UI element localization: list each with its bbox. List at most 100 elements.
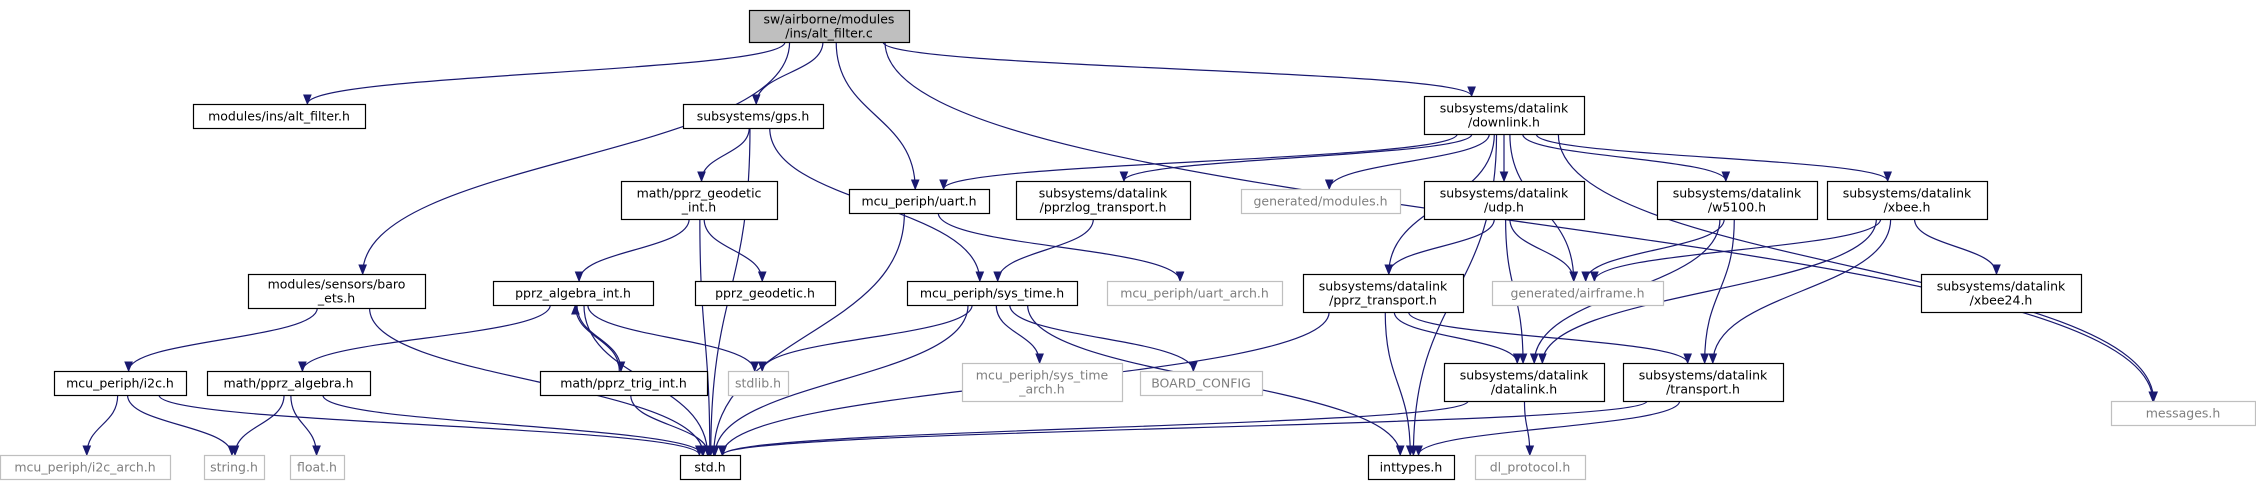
include-edge-root-to-mod_alt_filter_h — [303, 41, 786, 106]
node-pprz-geodetic-int-h[interactable]: math/pprz_geodetic_int.h — [620, 180, 779, 221]
include-edge-pprz_algebra_h-to-float_h — [290, 394, 321, 457]
include-edge-i2c_h-to-string_h — [126, 394, 237, 457]
include-edge-root-to-baro_ets_h — [358, 41, 791, 276]
node-generated-modules-h: generated/modules.h — [1240, 188, 1402, 215]
node-label-line: mcu_periph/sys_time — [976, 368, 1109, 383]
node-pprz-trig-int-h[interactable]: math/pprz_trig_int.h — [539, 370, 709, 397]
node-box — [1367, 454, 1456, 481]
node-label-line: _arch.h — [1018, 382, 1064, 397]
node-udp-h[interactable]: subsystems/datalink/udp.h — [1423, 180, 1586, 221]
node-box — [492, 280, 655, 307]
node-label-line: modules/ins/alt_filter.h — [208, 109, 350, 124]
node-box — [1826, 180, 1989, 221]
node-box — [1474, 454, 1587, 481]
node-label-line: pprz_algebra_int.h — [515, 286, 631, 301]
include-edge-udp_h-to-pprz_transport_h — [1384, 218, 1495, 276]
node-box — [961, 362, 1124, 403]
node-box — [203, 454, 266, 481]
include-edge-root-to-messages_h — [884, 41, 2158, 403]
node-label-line: inttypes.h — [1380, 460, 1443, 475]
include-edge-downlink_h-to-w5100_h — [1522, 133, 1731, 183]
node-box — [53, 370, 188, 397]
include-edge-root-to-uart_h — [835, 41, 920, 191]
node-label-line: subsystems/datalink — [1440, 101, 1569, 116]
node-box — [620, 180, 779, 221]
include-edge-pprz_algebra_int_h-to-pprz_algebra_h — [298, 304, 551, 373]
node-label-line: subsystems/datalink — [1937, 279, 2066, 294]
node-box — [0, 454, 172, 481]
include-edge-gps_h-to-pprz_geodetic_int_h — [697, 127, 750, 183]
node-baro-ets-h[interactable]: modules/sensors/baro_ets.h — [247, 273, 427, 310]
node-airframe-h: generated/airframe.h — [1491, 280, 1665, 307]
node-float-h: float.h — [289, 454, 346, 481]
node-sys-time-arch-h: mcu_periph/sys_time_arch.h — [961, 362, 1124, 403]
node-label-line: stdlib.h — [735, 376, 781, 391]
node-box — [727, 370, 790, 397]
node-pprz-algebra-int-h[interactable]: pprz_algebra_int.h — [492, 280, 655, 307]
node-label-line: dl_protocol.h — [1490, 460, 1571, 475]
node-label-line: mcu_periph/i2c_arch.h — [14, 460, 155, 475]
include-edge-pprz_algebra_h-to-std_h — [322, 394, 707, 457]
include-edge-xbee_h-to-datalink_h — [1538, 218, 1877, 365]
include-edge-uart_h-to-uart_arch_h — [937, 212, 1185, 283]
node-label-line: /transport.h — [1666, 382, 1740, 397]
include-edge-pprz_algebra_h-to-string_h — [230, 394, 285, 457]
include-edge-root-to-downlink_h — [882, 41, 1476, 98]
node-i2c-h[interactable]: mcu_periph/i2c.h — [53, 370, 188, 397]
node-root[interactable]: sw/airborne/modules/ins/alt_filter.c — [748, 9, 911, 44]
include-edge-xbee_h-to-airframe_h — [1590, 218, 1882, 283]
node-label-line: mcu_periph/sys_time.h — [920, 286, 1064, 301]
node-box — [848, 188, 991, 215]
node-label-line: subsystems/gps.h — [697, 109, 810, 124]
node-inttypes-h[interactable]: inttypes.h — [1367, 454, 1456, 481]
include-edge-downlink_h-to-messages_h — [1557, 133, 2159, 403]
node-label-line: subsystems/datalink — [1440, 186, 1569, 201]
node-label-line: modules/sensors/baro — [268, 277, 406, 292]
node-box — [289, 454, 346, 481]
include-edge-downlink_h-to-uart_h — [939, 133, 1458, 191]
include-edge-downlink_h-to-xbee_h — [1535, 133, 1892, 183]
node-pprz-algebra-h[interactable]: math/pprz_algebra.h — [206, 370, 372, 397]
node-label-line: /xbee.h — [1884, 200, 1931, 215]
node-datalink-h[interactable]: subsystems/datalink/datalink.h — [1443, 362, 1606, 403]
node-label-line: subsystems/datalink — [1039, 186, 1168, 201]
node-string-h: string.h — [203, 454, 266, 481]
node-label-line: mcu_periph/i2c.h — [66, 376, 174, 391]
include-edge-downlink_h-to-generated_modules_h — [1324, 133, 1490, 191]
node-label-line: math/pprz_trig_int.h — [560, 376, 687, 391]
node-xbee-h[interactable]: subsystems/datalink/xbee.h — [1826, 180, 1989, 221]
node-w5100-h[interactable]: subsystems/datalink/w5100.h — [1656, 180, 1819, 221]
node-label-line: float.h — [297, 460, 337, 475]
node-label-line: _ets.h — [317, 291, 355, 306]
node-box — [1106, 280, 1284, 307]
include-edge-datalink_h-to-dl_protocol_h — [1523, 400, 1535, 457]
node-pprz-transport-h[interactable]: subsystems/datalink/pprz_transport.h — [1302, 273, 1465, 314]
node-label-line: /pprz_transport.h — [1329, 293, 1437, 308]
node-box — [1491, 280, 1665, 307]
include-edge-datalink_h-to-std_h — [718, 400, 1469, 457]
node-label-line: subsystems/datalink — [1639, 368, 1768, 383]
node-std-h[interactable]: std.h — [679, 454, 742, 481]
node-box — [1302, 273, 1465, 314]
node-gps-h[interactable]: subsystems/gps.h — [682, 103, 825, 130]
node-pprzlog-transport-h[interactable]: subsystems/datalink/pprzlog_transport.h — [1015, 180, 1192, 221]
node-pprz-geodetic-h[interactable]: pprz_geodetic.h — [694, 280, 837, 307]
node-box — [1622, 362, 1785, 403]
node-xbee24-h[interactable]: subsystems/datalink/xbee24.h — [1920, 273, 2083, 314]
node-label-line: messages.h — [2146, 406, 2221, 421]
node-label-line: mcu_periph/uart_arch.h — [1120, 286, 1269, 301]
include-edge-root-to-gps_h — [751, 41, 824, 106]
node-label-line: /ins/alt_filter.c — [785, 26, 873, 41]
include-edge-pprz_algebra_int_h-to-stdlib_h — [587, 304, 760, 373]
node-box — [906, 280, 1079, 307]
node-transport-h[interactable]: subsystems/datalink/transport.h — [1622, 362, 1785, 403]
include-edge-xbee_h-to-xbee24_h — [1913, 218, 2001, 276]
node-label-line: _int.h — [681, 200, 716, 215]
node-downlink-h[interactable]: subsystems/datalink/downlink.h — [1423, 95, 1586, 136]
node-sys-time-h[interactable]: mcu_periph/sys_time.h — [906, 280, 1079, 307]
node-mod-alt-filter-h[interactable]: modules/ins/alt_filter.h — [192, 103, 367, 130]
include-edge-w5100_h-to-transport_h — [1700, 218, 1735, 365]
node-label-line: generated/modules.h — [1253, 194, 1387, 209]
node-uart-h[interactable]: mcu_periph/uart.h — [848, 188, 991, 215]
include-edge-pprzlog_transport_h-to-sys_time_h — [993, 218, 1094, 283]
